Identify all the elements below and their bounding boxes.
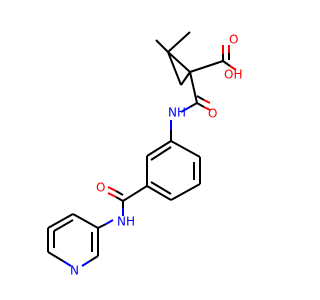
bond-benzene-4 — [146, 185, 172, 201]
bond-acid-oh-red — [229, 65, 237, 71]
bond-amide2-npy-blue — [105, 219, 114, 225]
amide-linker-2: O NH — [96, 181, 148, 229]
atom-pyridine-n: N — [70, 264, 79, 278]
atom-amide2-o: O — [96, 181, 105, 195]
bond-benzene-1 — [170, 140, 201, 158]
bond-pyridine-6 — [72, 213, 99, 229]
bond-amide1-co-double-black — [196, 95, 205, 101]
atom-acid-oh: OH — [224, 68, 242, 82]
molecule-structure: OH O NH O O NH — [0, 0, 300, 300]
bond-benzene-inner-3 — [150, 146, 172, 161]
bond-methyl-1 — [155, 39, 169, 53]
atom-amide1-o: O — [208, 107, 217, 121]
bond-acid-carbon — [189, 60, 224, 73]
bond-amide1-co-double-red — [203, 99, 211, 104]
gem-dimethyl — [155, 31, 191, 53]
bond-pyridine-3-black — [47, 251, 64, 262]
amide-linker-1: NH O — [168, 71, 217, 141]
central-benzene-ring — [146, 140, 201, 201]
bond-amide2-co-red — [107, 192, 117, 198]
bond-amide2-co-black — [115, 196, 124, 202]
bond-pyridine-2-black — [89, 255, 99, 262]
bond-amide1-cn-blue — [180, 106, 191, 113]
bond-methyl-2 — [167, 31, 191, 53]
bond-benzene-6 — [146, 140, 172, 157]
background — [0, 0, 300, 300]
bond-amide2-carbon — [122, 185, 148, 202]
bond-amide1-co-red — [203, 106, 211, 111]
atom-acid-o: O — [229, 33, 238, 47]
bond-pyridine-inner-3 — [53, 219, 74, 232]
bond-pyridine-3-blue — [62, 260, 72, 267]
carboxylic-acid-group: OH O — [189, 33, 242, 82]
bond-amide2-co-double-red — [107, 186, 117, 192]
bond-amide2-co-double-black — [115, 190, 124, 196]
cyclopropane-ring — [167, 51, 191, 86]
bond-acid-oh-black — [222, 60, 231, 67]
atom-amide2-nh: NH — [117, 215, 135, 229]
bond-cyclopropane-b — [180, 71, 191, 86]
pyridine-ring: N — [47, 213, 99, 278]
bond-benzene-3 — [170, 183, 201, 201]
bond-amide1-cn-black — [189, 102, 198, 108]
bond-amide1-co-black — [196, 102, 205, 108]
bond-pyridine-5 — [47, 213, 74, 229]
bond-amide1-carbon — [189, 71, 198, 104]
atom-amide1-nh: NH — [168, 106, 186, 120]
bond-cyclopropane-a — [167, 51, 191, 73]
bond-cyclopropane-c — [167, 51, 182, 86]
bond-pyridine-2-blue — [81, 260, 91, 267]
molecule-canvas: OH O NH O O NH — [0, 0, 300, 300]
bond-amide2-npy-black — [97, 223, 107, 229]
bond-benzene-inner-2 — [150, 181, 172, 195]
